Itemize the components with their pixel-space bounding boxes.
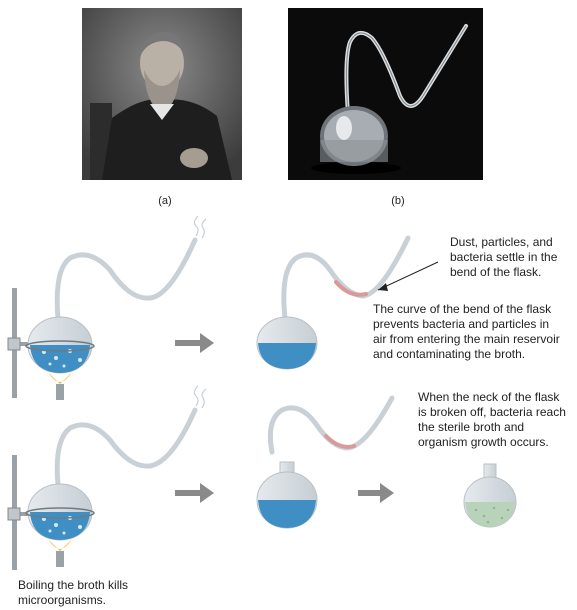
arrow-right-3 xyxy=(358,483,394,503)
broken-neck xyxy=(270,398,392,452)
sediment-in-bend xyxy=(336,282,366,295)
heated-flask-top xyxy=(8,216,206,400)
annotation-broken: When the neck of the flask is broken off… xyxy=(418,390,576,450)
contaminated-flask xyxy=(464,464,516,527)
annotation-boiling: Boiling the broth kills microorganisms. xyxy=(18,578,178,608)
broth-sterile xyxy=(258,343,316,369)
flame xyxy=(48,372,72,384)
annotation-curve: The curve of the bend of the flask preve… xyxy=(373,302,573,362)
annotation-settle: Dust, particles, and bacteria settle in … xyxy=(450,235,575,280)
broken-neck-flask xyxy=(257,398,392,528)
arrow-right-2 xyxy=(175,483,214,503)
heated-flask-bottom xyxy=(8,386,206,570)
steam-wisp xyxy=(194,216,198,236)
cloudy-broth xyxy=(465,502,515,527)
burner-stem xyxy=(56,384,64,400)
arrow-right-1 xyxy=(175,333,214,353)
